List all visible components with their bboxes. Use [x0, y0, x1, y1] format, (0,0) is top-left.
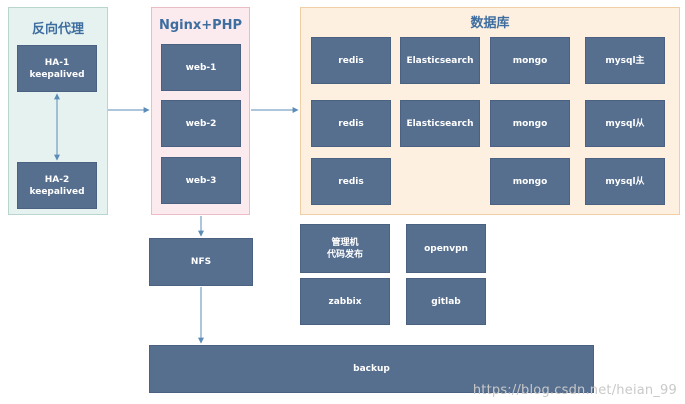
- ha1-node[interactable]: HA-1 keepalived: [17, 45, 97, 92]
- code-release-label: 代码发布: [326, 249, 363, 260]
- mgmt-node[interactable]: 管理机 代码发布: [300, 224, 390, 273]
- zabbix-node[interactable]: zabbix: [300, 278, 390, 325]
- backup-node[interactable]: backup: [149, 345, 594, 393]
- mysql-master[interactable]: mysql主: [585, 37, 665, 84]
- web-3-node[interactable]: web-3: [161, 157, 241, 204]
- ha2-keepalived: keepalived: [29, 186, 85, 197]
- web-title: Nginx+PHP: [158, 18, 243, 33]
- web-2-node[interactable]: web-2: [161, 100, 241, 147]
- web-1-node[interactable]: web-1: [161, 44, 241, 91]
- db-title: 数据库: [470, 16, 510, 31]
- redis-3[interactable]: redis: [311, 158, 391, 205]
- nfs-node[interactable]: NFS: [149, 238, 253, 286]
- mongo-2[interactable]: mongo: [490, 100, 570, 147]
- ha2-node[interactable]: HA-2 keepalived: [17, 162, 97, 209]
- proxy-title: 反向代理: [31, 22, 84, 37]
- elasticsearch-2[interactable]: Elasticsearch: [400, 100, 480, 147]
- elasticsearch-1[interactable]: Elasticsearch: [400, 37, 480, 84]
- mysql-slave-2[interactable]: mysql从: [585, 158, 665, 205]
- ha1-keepalived: keepalived: [29, 69, 85, 80]
- redis-1[interactable]: redis: [311, 37, 391, 84]
- mysql-slave-1[interactable]: mysql从: [585, 100, 665, 147]
- gitlab-node[interactable]: gitlab: [406, 278, 486, 325]
- mongo-3[interactable]: mongo: [490, 158, 570, 205]
- ha1-name: HA-1: [44, 57, 70, 68]
- watermark: https://blog.csdn.net/heian_99: [472, 383, 677, 398]
- mongo-1[interactable]: mongo: [490, 37, 570, 84]
- openvpn-node[interactable]: openvpn: [406, 224, 486, 273]
- ha2-name: HA-2: [44, 174, 70, 185]
- redis-2[interactable]: redis: [311, 100, 391, 147]
- mgmt-label: 管理机: [331, 237, 359, 248]
